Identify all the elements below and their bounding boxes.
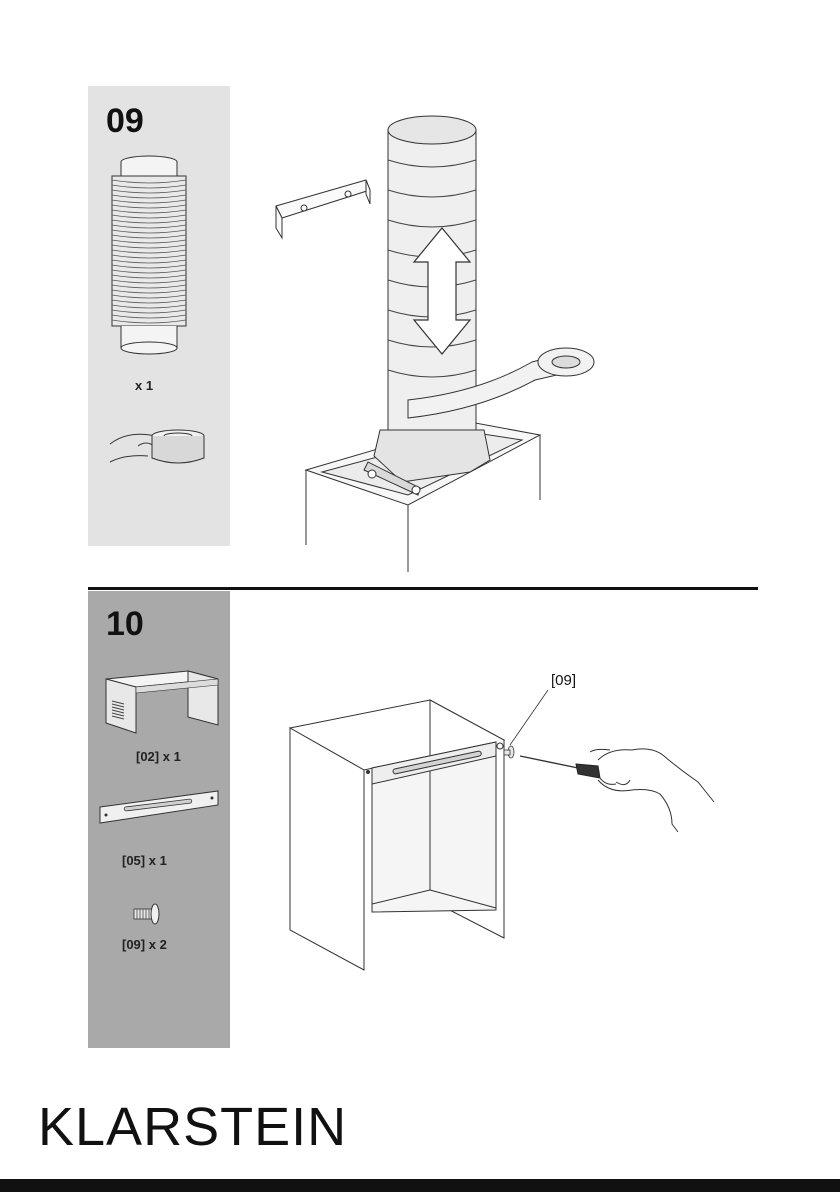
step-10-number: 10 [106,605,144,644]
footer-bar [0,1179,840,1192]
step-09-number: 09 [106,102,144,141]
step-10-cover-assembly-illustration [280,690,720,980]
screw-quantity-label: [09] x 2 [122,937,167,952]
duct-quantity-label: x 1 [135,378,153,393]
brand-logo: KLARSTEIN [38,1096,347,1158]
cover-quantity-label: [02] x 1 [136,749,181,764]
step-10-parts-panel: 10 [02] x 1 [05] x 1 [09] x 2 [88,591,230,1048]
wall-bracket-icon [276,180,370,238]
bracket-plate-icon [98,789,222,829]
flexible-duct-icon [108,154,190,358]
step-divider [88,587,758,590]
bracket-quantity-label: [05] x 1 [122,853,167,868]
step-09-duct-installation-illustration [270,110,600,575]
screw-callout-label: [09] [551,672,576,689]
screw-icon [132,903,162,925]
aluminium-tape-icon [108,424,208,474]
chimney-cover-icon [102,665,222,735]
step-09-parts-panel: 09 x 1 [88,86,230,546]
